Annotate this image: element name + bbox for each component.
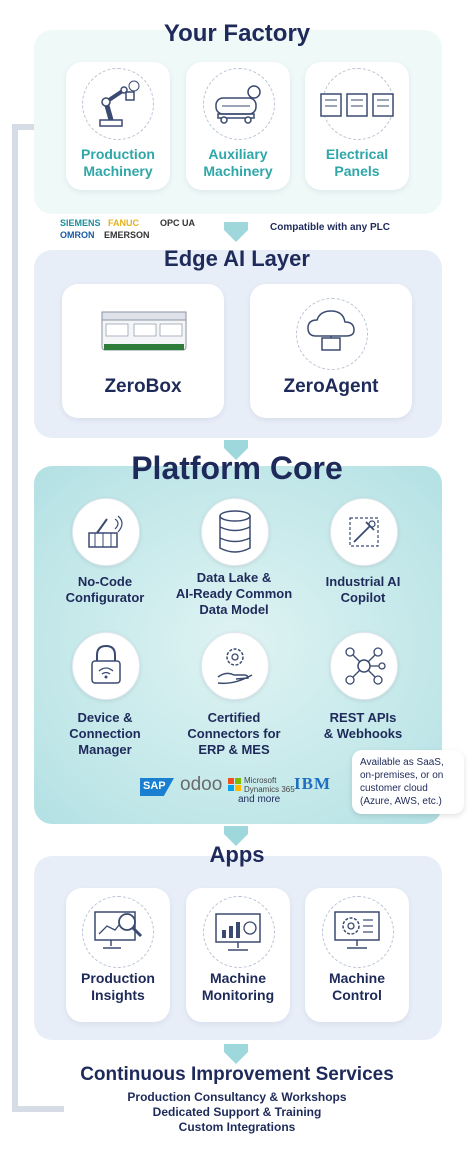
feedback-loop-line [12,124,18,1112]
feature-circle-datalake[interactable] [201,498,269,566]
factory-card-production[interactable]: Production Machinery [66,62,170,190]
edge-card-zeroagent[interactable]: ZeroAgent [250,284,412,418]
feature-label-line: Device & [77,710,133,725]
feedback-loop-top-connector [12,124,36,130]
lock-wifi-icon [91,644,121,684]
database-icon [219,510,251,553]
microsoft-logo-icon [228,778,242,792]
edge-arrow-stem [224,440,248,448]
footer-title: Continuous Improvement Services [80,1064,394,1085]
app-card-label-2: Monitoring [201,987,275,1003]
edge-arrow-icon [224,448,248,460]
feature-label-line: Manager [78,742,132,757]
ms-logo-line2: Dynamics 365 [244,785,295,794]
edge-title: Edge AI Layer [164,246,310,271]
edge-card-label: ZeroAgent [283,376,379,397]
availability-line: customer cloud [360,783,428,794]
factory-card-label-1: Auxiliary [208,146,268,162]
factory-title: Your Factory [163,20,311,47]
omron-logo: OMRON [60,230,95,240]
ai-copilot-icon [349,517,379,547]
configurator-icon [88,515,123,548]
feature-label-line: Copilot [340,590,386,605]
footer-line: Custom Integrations [178,1120,296,1134]
compressor-icon [215,85,261,124]
feedback-loop-bottom-connector [12,1106,64,1112]
microsoft-dynamics-logo: Microsoft Dynamics 365 [244,776,295,794]
availability-line: on-premises, or on [360,770,444,781]
fanuc-logo: FANUC [108,218,139,228]
app-card-label-1: Machine [209,970,266,986]
feature-circle-device[interactable] [72,632,140,700]
app-card-label-1: Machine [328,970,385,986]
monitoring-screen-icon [215,913,261,951]
edge-card-label: ZeroBox [104,376,182,397]
plc-compat-note: Compatible with any PLC [270,222,391,233]
zerobox-device-icon [101,311,187,351]
and-more-text: and more [238,794,281,805]
core-arrow-icon [224,834,248,846]
feature-label-line: No-Code [77,574,133,589]
siemens-logo: SIEMENS [60,218,101,228]
feature-label-line: Certified [207,710,261,725]
apps-arrow-stem [224,1044,248,1052]
core-arrow-stem [224,826,248,834]
app-card-label-2: Insights [91,987,145,1003]
factory-arrow-stem [224,222,248,230]
feature-circle-connectors[interactable] [201,632,269,700]
edge-card-zerobox[interactable]: ZeroBox [62,284,224,418]
app-card-machine-monitoring[interactable]: Machine Monitoring [186,888,290,1022]
feature-label-line: Connection [69,726,141,741]
factory-card-label-2: Machinery [83,163,153,179]
ibm-logo: IBM [294,774,331,793]
gear-screen-icon [334,911,380,949]
availability-line: Available as SaaS, [360,757,444,768]
footer-line: Dedicated Support & Training [152,1105,322,1119]
feature-label-line: REST APIs [329,710,397,725]
footer-line: Production Consultancy & Workshops [127,1090,347,1104]
factory-card-label-2: Panels [334,163,380,179]
availability-note: Available as SaaS, on-premises, or on cu… [352,750,464,814]
gear-hand-icon [217,648,253,685]
feature-label-line: & Webhooks [323,726,403,741]
feature-circle-configurator[interactable] [72,498,140,566]
app-card-machine-control[interactable]: Machine Control [305,888,409,1022]
feature-label-line: Data Model [199,602,269,617]
sap-logo: SAP [140,778,174,796]
apps-arrow-icon [224,1052,248,1064]
feature-label-line: AI-Ready Common [175,586,293,601]
factory-card-electrical[interactable]: Electrical Panels [305,62,409,190]
electrical-panel-icon [320,93,394,117]
feature-label-line: Configurator [65,590,145,605]
core-title: Platform Core [131,450,343,486]
sap-logo-text: SAP [143,780,166,792]
app-card-label-2: Control [332,987,382,1003]
robot-arm-icon [99,80,140,127]
factory-card-label-1: Production [81,146,155,162]
network-nodes-icon [345,647,386,685]
feature-circle-api[interactable] [330,632,398,700]
factory-arrow-icon [224,230,248,242]
apps-title: Apps [209,842,265,867]
ms-logo-line1: Microsoft [244,776,277,785]
feature-label-line: Data Lake & [196,570,272,585]
factory-card-auxiliary[interactable]: Auxiliary Machinery [186,62,290,190]
plc-logos: SIEMENS FANUC OPC UA OMRON EMERSON [60,218,210,242]
app-card-label-1: Production [81,970,155,986]
feature-circle-copilot[interactable] [330,498,398,566]
feature-label-line: Connectors for [187,726,281,741]
factory-card-label-1: Electrical [325,146,389,162]
emerson-logo: EMERSON [104,230,150,240]
odoo-logo: odoo [180,774,223,795]
cloud-agent-icon [307,310,355,351]
factory-card-label-2: Machinery [203,163,273,179]
feature-label-line: Industrial AI [325,574,401,589]
opcua-logo: OPC UA [160,218,196,228]
availability-line: (Azure, AWS, etc.) [360,796,442,807]
feature-label-line: ERP & MES [198,742,270,757]
app-card-production-insights[interactable]: Production Insights [66,888,170,1022]
chart-magnifier-icon [94,911,143,949]
